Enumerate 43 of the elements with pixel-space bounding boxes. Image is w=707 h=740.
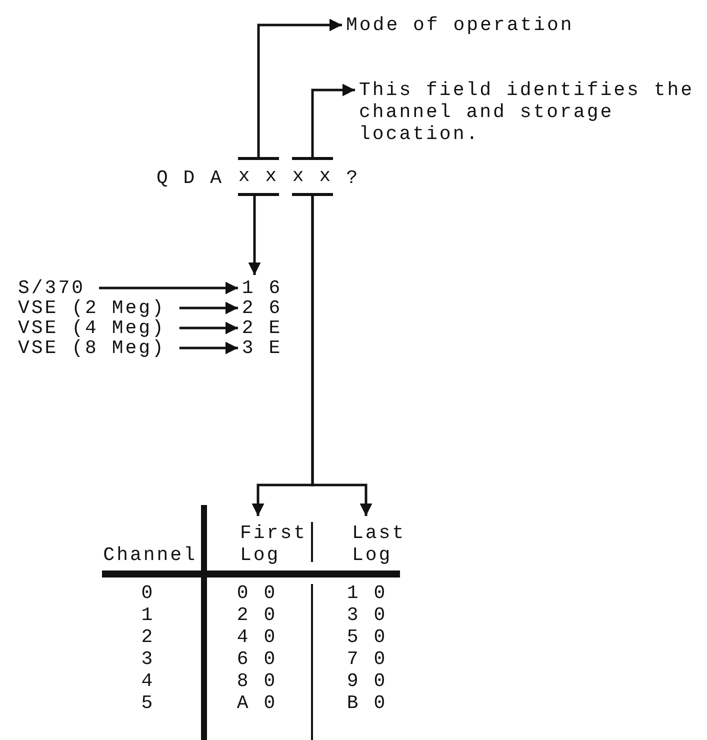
code-character: ? bbox=[345, 167, 361, 189]
table-value: 5 bbox=[140, 692, 156, 714]
table-value: 1 bbox=[140, 604, 156, 626]
arrow bbox=[179, 322, 238, 334]
table-value: 1 0 bbox=[346, 582, 388, 604]
table-value: 5 0 bbox=[346, 626, 388, 648]
table-value: 3 0 bbox=[346, 604, 388, 626]
column-header: First Log bbox=[240, 522, 306, 566]
arrow bbox=[248, 196, 261, 275]
code-value: 3 E bbox=[240, 338, 284, 358]
table-value: 7 0 bbox=[346, 648, 388, 670]
bracketed-field: x x bbox=[238, 157, 279, 196]
table-value: 9 0 bbox=[346, 670, 388, 692]
arrow bbox=[257, 18, 342, 157]
system-label: VSE (4 Meg) bbox=[18, 318, 166, 338]
table-value: A 0 bbox=[236, 692, 278, 714]
arrow bbox=[179, 342, 238, 354]
table-value: 8 0 bbox=[236, 670, 278, 692]
code-value: 2 E bbox=[240, 318, 284, 338]
table-value: 4 0 bbox=[236, 626, 278, 648]
table-value: 0 0 bbox=[236, 582, 278, 604]
system-label: VSE (2 Meg) bbox=[18, 298, 166, 318]
system-label: S/370 bbox=[18, 278, 86, 298]
code-value: 1 6 bbox=[240, 278, 284, 298]
arrow bbox=[179, 302, 238, 314]
code-character: Q D A bbox=[155, 167, 224, 189]
table-value: 0 bbox=[140, 582, 156, 604]
arrow bbox=[99, 282, 238, 294]
table-value: 2 0 bbox=[236, 604, 278, 626]
table-value: B 0 bbox=[346, 692, 388, 714]
arrow bbox=[311, 196, 372, 516]
code-value: 2 6 bbox=[240, 298, 284, 318]
table-value: 6 0 bbox=[236, 648, 278, 670]
table-value: 3 bbox=[140, 648, 156, 670]
annotation-text: Mode of operation bbox=[346, 14, 646, 36]
table-value: 2 bbox=[140, 626, 156, 648]
system-label: VSE (8 Meg) bbox=[18, 338, 166, 358]
annotation-text: This field identifies the channel and storage location. bbox=[359, 79, 705, 145]
column-header: Channel bbox=[102, 544, 197, 566]
bracketed-field: x x bbox=[292, 157, 333, 196]
table-value: 4 bbox=[140, 670, 156, 692]
arrow bbox=[311, 84, 355, 157]
column-header: Last Log bbox=[352, 522, 408, 566]
